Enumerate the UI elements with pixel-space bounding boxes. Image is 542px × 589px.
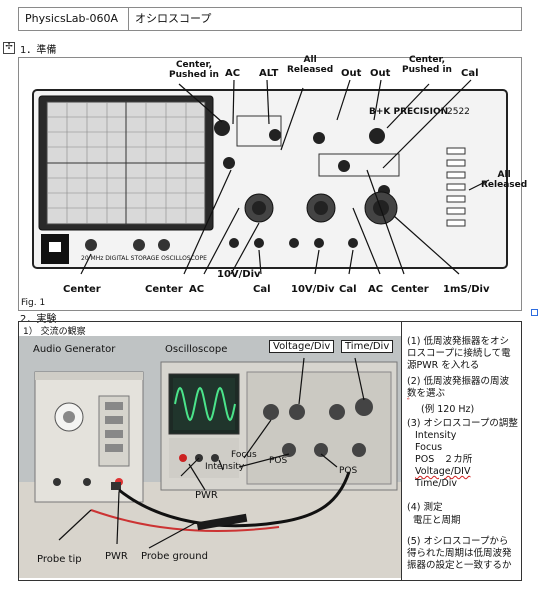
step-1: (1) 低周波発振器をオシロスコープに接続して電源PWR を入れる [407,336,511,371]
label-alt: ALT [259,68,279,79]
section1-heading: 1．準備 [20,45,57,56]
section2-heading: 2．実験 [20,314,57,325]
panel-text: 20 MHz DIGITAL STORAGE OSCILLOSCOPE [81,255,207,262]
label-all-released-top: All Released [287,55,334,75]
label-ac-bottom-right: AC [368,284,384,295]
label-audio-generator: Audio Generator [33,344,116,355]
doc-id: PhysicsLab-060A [19,8,129,30]
label-time-div: Time/Div [341,340,394,353]
subsection-heading: 1） 交流の観察 [23,327,86,337]
label-focus: Focus [231,450,257,460]
label-center-mid: Center [145,284,183,295]
sine-wave [174,386,236,422]
label-probe-ground: Probe ground [141,551,208,562]
step-3-time: Time/Div [415,478,458,489]
step-3-voltage: Voltage/DIV [415,466,471,477]
step-2-example: (例 120 Hz) [421,404,475,415]
label-oscilloscope: Oscilloscope [165,344,228,355]
experiment-photo [19,336,401,578]
model-text: 2522 [447,107,470,117]
label-intensity: Intensity [205,462,245,472]
label-pos-2: POS [339,466,358,476]
label-time-1ms: 1mS/Div [443,284,490,295]
move-handle-icon[interactable]: ✢ [3,42,15,54]
anchor-marker-icon [531,309,538,316]
label-center-pushed-in-left: Center, Pushed in [169,60,219,80]
step-4-detail: 電圧と周期 [413,515,461,526]
header-table: PhysicsLab-060A オシロスコープ [18,7,522,31]
label-pos-1: POS [269,456,288,466]
label-cal-bottom-right: Cal [339,284,357,295]
label-10v-left: 10V/Div [217,269,261,280]
step-3-intensity: Intensity [415,430,457,441]
oscilloscope-panel-diagram: 20 MHz DIGITAL STORAGE OSCILLOSCOPE B+K … [32,79,508,275]
experiment-table: 1） 交流の観察 [18,321,522,581]
step-3-focus: Focus [415,442,443,453]
label-all-released-right: All Released [481,170,528,190]
label-out-1: Out [341,68,362,79]
figure1-caption: Fig. 1 [21,298,46,308]
figure1: 20 MHz DIGITAL STORAGE OSCILLOSCOPE B+K … [18,55,527,311]
label-center-pushed-in-right: Center, Pushed in [402,55,452,75]
step-5: (5) オシロスコープから得られた周期は低周波発振器の設定と一致するか [407,536,512,571]
table-divider [401,322,402,580]
label-cal-top: Cal [461,68,479,79]
brand-text: B+K PRECISION [369,107,448,117]
step-3-pos: POS ２カ所 [415,454,473,465]
label-cal-bottom-left: Cal [253,284,271,295]
label-ac-top: AC [225,68,241,79]
step-3: (3) オシロスコープの調整 [407,418,518,429]
step-4: (4) 測定 [407,502,443,513]
label-voltage-div: Voltage/Div [269,340,335,353]
step-2: (2) 低周波発振器の周波数を選ぶ [407,376,509,399]
label-10v-right: 10V/Div [291,284,335,295]
red-mark-icon: ﾞ [407,398,412,409]
label-out-2: Out [370,68,391,79]
label-ac-bottom-left: AC [189,284,205,295]
label-center-right: Center [391,284,429,295]
label-probe-tip: Probe tip [37,554,82,565]
label-pwr-gen: PWR [105,551,128,562]
label-pwr-scope: PWR [195,490,218,501]
doc-title: オシロスコープ [135,12,212,25]
label-center-left: Center [63,284,101,295]
